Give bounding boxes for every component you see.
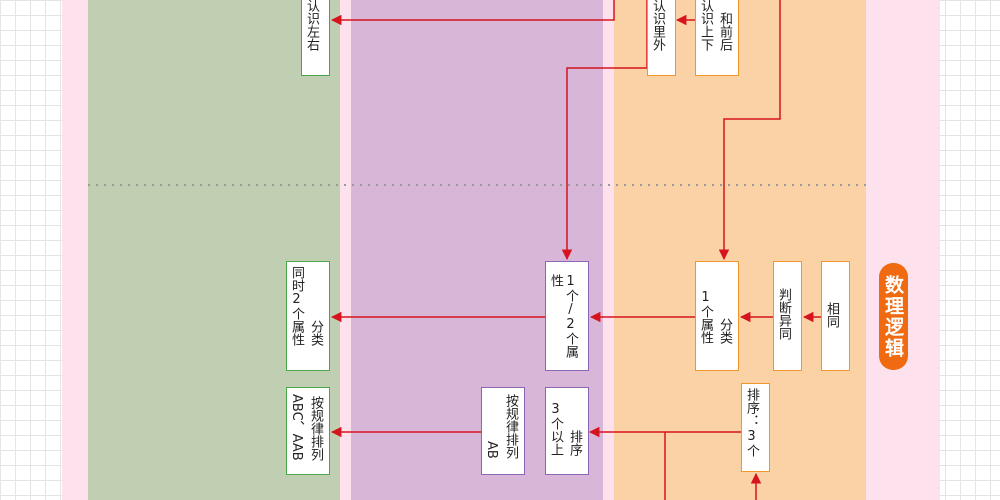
- node-pattern-ab[interactable]: AB 按规律排列: [481, 387, 525, 475]
- math-logic-badge-label: 数理逻辑: [882, 274, 904, 359]
- node-pattern-abc-aab-text-1: ABC、AAB: [289, 394, 304, 461]
- node-classify-one-attr-text-1: 1个属性: [698, 290, 713, 344]
- node-left-right-text: 认识左右: [304, 0, 319, 51]
- node-classify-two-attr-text-1: 同时2个属性: [289, 266, 304, 346]
- node-pattern-abc-aab[interactable]: ABC、AAB 按规律排列: [286, 387, 330, 475]
- node-pattern-abc-aab-text-2: 按规律排列: [308, 395, 323, 461]
- node-inside-outside[interactable]: 认识里外: [647, 0, 676, 76]
- node-updown-frontback-text-2: 和前后: [717, 12, 732, 51]
- node-updown-frontback-text-1: 认识上下: [698, 0, 713, 51]
- arrow-top-to-classify-one: [718, 0, 781, 261]
- orange-column-band: [614, 0, 866, 500]
- node-updown-frontback[interactable]: 认识上下和前后: [695, 0, 739, 76]
- node-classify-two-attr[interactable]: 同时2个属性分类: [286, 261, 330, 371]
- node-pattern-ab-text-1: AB: [484, 441, 499, 459]
- node-sort-count-text: 3个: [744, 429, 759, 457]
- node-inside-outside-text: 认识里外: [650, 0, 665, 51]
- node-left-right[interactable]: 认识左右: [301, 0, 330, 76]
- node-classify-one-attr-text-2: 分类: [717, 318, 732, 344]
- node-classify-one-attr[interactable]: 1个属性分类: [695, 261, 739, 371]
- node-same-text: 相同: [824, 302, 839, 328]
- node-classify-two-attr-text-2: 分类: [308, 320, 323, 346]
- node-sort-three-plus-text-2: 排序: [567, 430, 582, 456]
- node-same[interactable]: 相同: [821, 261, 850, 371]
- node-classify-one-or-two-text-1: 1个/2个属性: [548, 274, 578, 358]
- node-judge-diff-text: 判断异同: [776, 288, 791, 340]
- node-pattern-ab-text-2: 按规律排列: [503, 394, 518, 459]
- arrow-to-left-right: [330, 0, 615, 26]
- node-sort-label-text: 排序：: [744, 388, 759, 427]
- node-sort-label[interactable]: 排序： 3个: [741, 383, 770, 472]
- arrow-inside-to-classify-mid: [561, 0, 648, 261]
- node-sort-three-plus-text-1: 3个以上: [548, 402, 563, 456]
- node-judge-diff[interactable]: 判断异同: [773, 261, 802, 371]
- node-sort-three-plus[interactable]: 3个以上排序: [545, 387, 589, 475]
- math-logic-badge[interactable]: 数理逻辑: [879, 263, 908, 370]
